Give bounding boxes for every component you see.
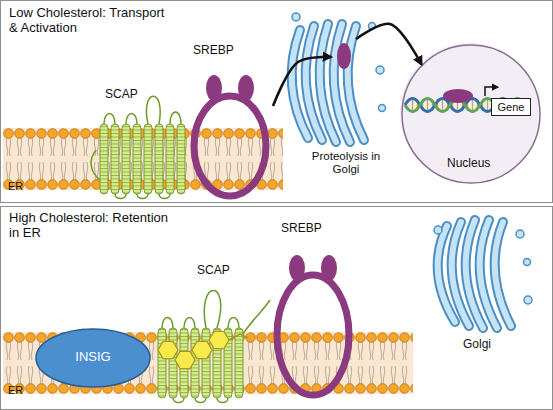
helix <box>111 124 119 194</box>
er-membrane: ER <box>4 333 414 395</box>
protein-name: SREBP <box>193 44 234 58</box>
helix <box>202 328 210 398</box>
vesicle <box>292 13 300 21</box>
vesicle <box>369 23 376 30</box>
organelle-name: ER <box>8 384 23 397</box>
nucleus: Nucleus Gene <box>401 44 541 184</box>
helix <box>158 328 166 398</box>
condition-panel: Low Cholesterol: Transport & ActivationS… <box>0 0 553 203</box>
srebp-fragment <box>443 89 473 103</box>
srebp-head <box>289 255 305 281</box>
vesicle <box>434 226 442 234</box>
scap-protein: SCAP <box>156 263 256 403</box>
srebp-fragment <box>337 43 351 69</box>
er-membrane: ER <box>4 129 284 191</box>
cisterna-outline <box>292 24 364 142</box>
srebp-protein: SREBP <box>189 43 273 199</box>
helix <box>133 124 141 194</box>
cholesterol <box>158 331 248 368</box>
golgi-stack <box>434 220 532 328</box>
gene-label: Gene <box>492 101 530 114</box>
srebp-shape <box>277 255 349 395</box>
scap-loop <box>162 291 270 403</box>
transcription-arrow <box>485 87 497 96</box>
vesicle <box>379 105 386 112</box>
nucleus-fill <box>400 43 540 183</box>
scap-helices <box>158 291 270 403</box>
srebp-head <box>238 75 254 101</box>
vesicle <box>524 259 531 266</box>
helix <box>100 124 108 194</box>
insig-protein <box>36 329 150 387</box>
vesicle <box>376 66 384 74</box>
helix <box>235 328 243 398</box>
protein-name: SREBP <box>281 222 322 236</box>
organelle-name: Nucleus <box>447 157 490 171</box>
nucleus <box>402 45 540 183</box>
helix <box>169 328 177 398</box>
sterol-ring <box>158 341 178 358</box>
srebp-loop <box>194 96 266 196</box>
scap-loop <box>91 96 181 198</box>
protein-name: SCAP <box>197 264 230 278</box>
srebp-head <box>206 75 222 101</box>
helix <box>177 124 185 194</box>
cisterna-outline <box>438 220 511 328</box>
scap-helices <box>91 96 185 198</box>
sterol-ring <box>192 341 212 358</box>
protein-name: INSIG <box>35 350 151 365</box>
vesicle <box>524 296 532 304</box>
scap-protein: SCAP <box>96 87 191 195</box>
helix <box>122 124 130 194</box>
transport-arrow <box>273 57 331 106</box>
protein-name: SCAP <box>105 88 138 102</box>
srebp-protein: SREBP <box>276 220 356 405</box>
srebp-head <box>321 255 337 281</box>
lipid-bilayer <box>3 128 283 190</box>
condition-panel: High Cholesterol: Retention in ER INSIG SC… <box>0 206 553 410</box>
cisterna-fill <box>438 220 511 328</box>
srebp-loop <box>277 275 349 395</box>
golgi-apparatus: Golgi <box>433 219 538 354</box>
helix <box>155 124 163 194</box>
insig-protein: INSIG <box>35 328 151 388</box>
golgi-stack <box>292 13 386 142</box>
sterol-ring <box>175 351 195 368</box>
golgi-apparatus: Proteolysis in Golgi <box>331 39 403 181</box>
vesicle <box>516 230 524 238</box>
gene-box: Gene <box>491 98 531 116</box>
panel-title: Low Cholesterol: Transport & Activation <box>9 6 169 36</box>
helix <box>166 124 174 194</box>
organelle-name: Golgi <box>463 338 491 352</box>
cisterna-fill <box>292 24 364 142</box>
sterol-ring <box>209 331 229 348</box>
organelle-name: ER <box>8 180 23 193</box>
organelle-name: Proteolysis in Golgi <box>303 150 389 176</box>
transport-arrow <box>356 24 422 65</box>
helix <box>144 124 152 194</box>
panel-title: High Cholesterol: Retention in ER <box>9 211 169 241</box>
srebp-shape <box>194 75 266 196</box>
sterol-tail <box>229 334 248 340</box>
